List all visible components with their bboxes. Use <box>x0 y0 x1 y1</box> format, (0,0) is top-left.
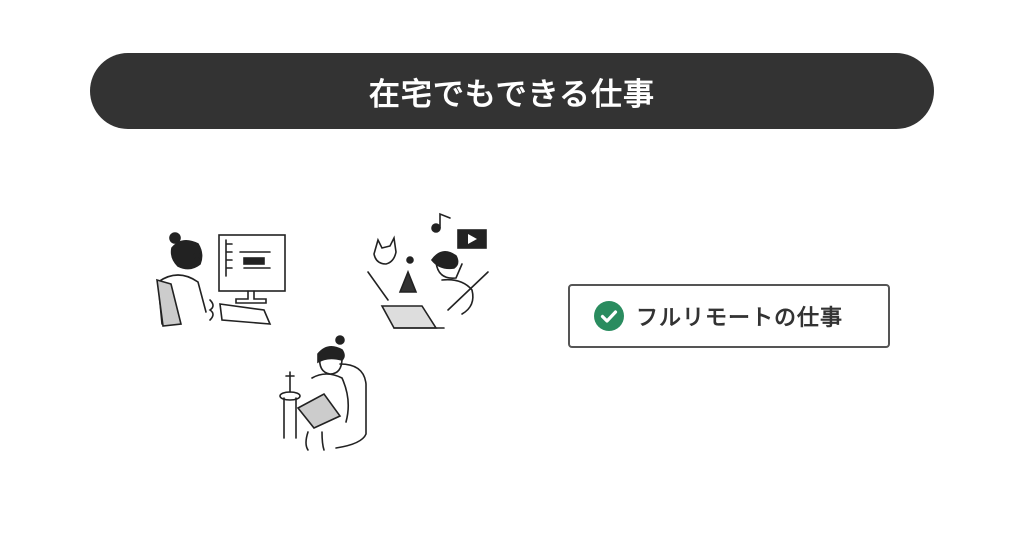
remote-workers-illustration <box>156 212 489 451</box>
person-in-armchair-illustration <box>279 335 367 451</box>
full-remote-tag: フルリモートの仕事 <box>568 284 890 348</box>
title-banner: 在宅でもできる仕事 <box>90 53 934 129</box>
check-circle-icon <box>594 301 624 331</box>
person-at-desktop-illustration <box>156 232 286 327</box>
tag-label: フルリモートの仕事 <box>636 306 844 331</box>
banner-title: 在宅でもできる仕事 <box>368 76 656 113</box>
person-with-laptop-illustration <box>367 212 489 329</box>
